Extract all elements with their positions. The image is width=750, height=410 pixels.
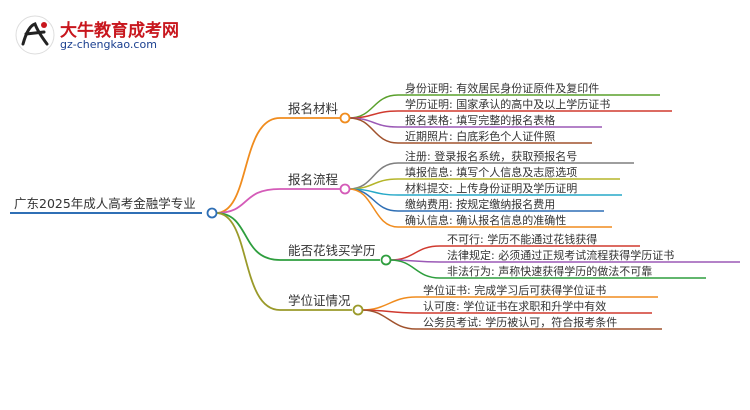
logo-mark-icon: [15, 15, 55, 55]
site-logo[interactable]: 大牛教育成考网 gz-chengkao.com: [14, 14, 244, 56]
leaf-label: 公务员考试: 学历被认可，符合报考条件: [423, 315, 617, 329]
leaf-label: 报名表格: 填写完整的报名表格: [405, 113, 555, 127]
leaf-edge: [348, 117, 592, 144]
leaf-label: 注册: 登录报名系统，获取预报名号: [405, 149, 577, 163]
leaf-label: 身份证明: 有效居民身份证原件及复印件: [405, 81, 599, 95]
leaf-label: 学位证书: 完成学习后可获得学位证书: [423, 283, 606, 297]
root-node-dot[interactable]: [206, 207, 218, 219]
logo-title: 大牛教育成考网: [60, 21, 179, 41]
leaf-label: 近期照片: 白底彩色个人证件照: [405, 129, 555, 143]
branch-node-dot[interactable]: [352, 304, 364, 316]
leaf-label: 缴纳费用: 按规定缴纳报名费用: [405, 197, 555, 211]
branch-label: 学位证情况: [288, 293, 351, 308]
leaf-label: 材料提交: 上传身份证明及学历证明: [405, 181, 577, 195]
leaf-label: 填报信息: 填写个人信息及志愿选项: [405, 165, 577, 179]
branch-edge: [215, 212, 352, 311]
mindmap-edges: [10, 94, 740, 330]
logo-url: gz-chengkao.com: [60, 38, 157, 51]
branch-node-dot[interactable]: [380, 254, 392, 266]
leaf-label: 学历证明: 国家承认的高中及以上学历证书: [405, 97, 610, 111]
branch-edge: [215, 212, 380, 261]
branch-label: 报名材料: [288, 101, 339, 116]
branch-label: 能否花钱买学历: [288, 243, 376, 258]
leaf-label: 不可行: 学历不能通过花钱获得: [447, 232, 597, 246]
leaf-label: 非法行为: 声称快速获得学历的做法不可靠: [447, 264, 652, 278]
branch-edge: [215, 117, 340, 214]
branch-node-dot[interactable]: [339, 112, 351, 124]
leaf-label: 法律规定: 必须通过正规考试流程获得学历证书: [447, 248, 674, 262]
leaf-label: 认可度: 学位证书在求职和升学中有效: [423, 299, 606, 313]
leaf-label: 确认信息: 确认报名信息的准确性: [405, 213, 566, 227]
branch-label: 报名流程: [288, 172, 339, 187]
root-label: 广东2025年成人高考金融学专业: [14, 196, 196, 211]
leaf-edge: [348, 188, 612, 228]
branch-node-dot[interactable]: [339, 183, 351, 195]
leaf-edge: [361, 309, 662, 330]
branch-edge: [215, 188, 340, 214]
leaf-edge: [389, 259, 706, 279]
